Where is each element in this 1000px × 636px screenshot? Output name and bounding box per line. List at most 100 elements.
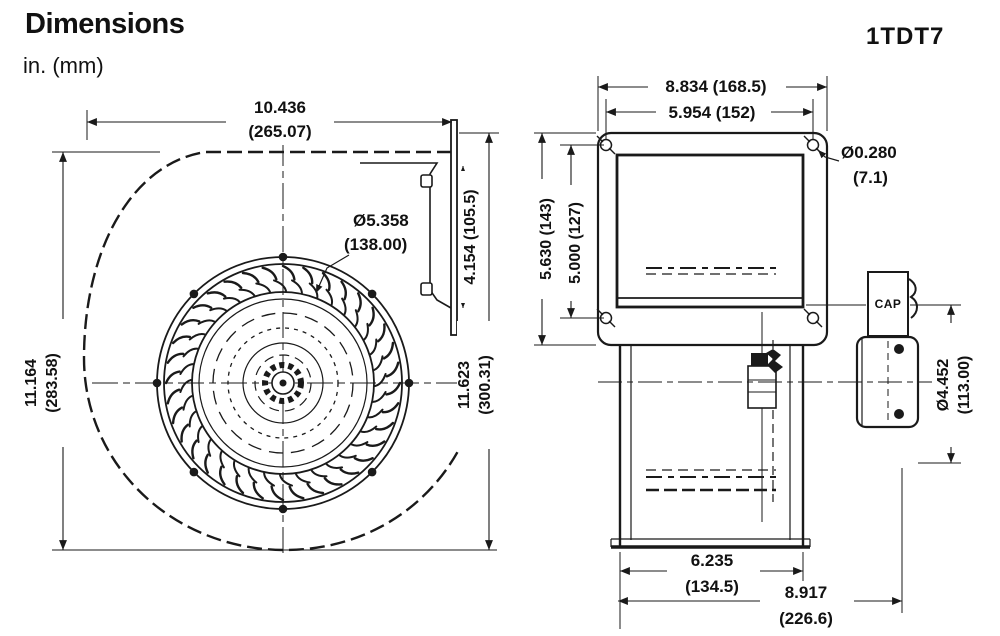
dim-flange-width-text: 8.834 (168.5)	[665, 77, 766, 96]
label-bg	[760, 581, 854, 632]
dim-motor-diameter-in: Ø4.452	[935, 359, 952, 412]
label-bg	[648, 73, 786, 98]
venturi-circle	[198, 298, 368, 468]
mounting-flange-plate	[596, 131, 829, 347]
blade	[382, 341, 395, 360]
label-bg	[667, 549, 760, 601]
blade	[247, 467, 258, 484]
blade	[373, 355, 384, 371]
dim-housing-depth-mm: (134.5)	[685, 577, 739, 596]
blade	[204, 453, 209, 474]
blade	[340, 280, 348, 301]
label-bg	[934, 323, 980, 447]
shaft-hub	[747, 365, 777, 409]
blade	[288, 485, 305, 500]
blade	[255, 282, 271, 293]
blade	[381, 402, 400, 414]
hole-punch-mark	[596, 135, 604, 143]
blade	[323, 477, 343, 486]
hidden-circle-2	[227, 327, 339, 439]
capacitor-box	[867, 271, 909, 337]
dim-overall-width-mm: (265.07)	[248, 122, 311, 141]
blade	[375, 421, 395, 431]
blade	[182, 395, 193, 411]
blade	[238, 288, 256, 297]
blade	[188, 410, 197, 428]
blade	[218, 465, 226, 486]
blade	[369, 338, 378, 356]
blade	[235, 475, 245, 495]
dim-housing-height-label: 11.164 (283.58)	[21, 319, 65, 447]
inlet-bolt	[152, 378, 162, 388]
blade	[241, 271, 260, 284]
blade	[164, 370, 181, 385]
blade	[273, 279, 287, 292]
blade	[197, 319, 216, 325]
dim-outlet-height-label: 4.154 (105.5)	[458, 171, 480, 303]
dim-housing-height-in: 11.164	[23, 359, 40, 407]
hub-spline	[262, 362, 304, 404]
dim-flange-height-text: 5.630 (143)	[538, 198, 555, 280]
label-bg	[21, 319, 65, 447]
blade	[188, 332, 206, 341]
blade	[207, 438, 212, 457]
blade	[325, 288, 334, 306]
dim-wheel-diameter-mm: (138.00)	[344, 235, 407, 254]
hole-punch-mark	[608, 320, 616, 328]
blade	[171, 406, 184, 425]
hole-punch-mark	[596, 308, 604, 316]
wheel-inner-rim	[191, 291, 375, 475]
inlet-bolt	[404, 378, 414, 388]
blade	[377, 323, 386, 343]
dim-hole-diameter-mm: (7.1)	[853, 168, 888, 187]
blade	[385, 381, 402, 396]
dim-flange-height-label: 5.630 (143)	[534, 179, 557, 299]
hole-punch-mark	[803, 135, 811, 143]
hole-punch-mark	[815, 320, 823, 328]
units-note: in. (mm)	[23, 53, 104, 78]
label-bg	[226, 95, 334, 145]
blade	[197, 425, 203, 444]
blade	[341, 297, 347, 316]
label-bg	[656, 100, 771, 123]
dim-overall-depth-mm: (226.6)	[779, 609, 833, 628]
dim-bolt-spacing-v-text: 5.000 (127)	[567, 202, 584, 284]
wheel-diameter-leader	[315, 254, 350, 294]
blade	[363, 322, 369, 341]
dim-housing-height-mm: (283.58)	[44, 353, 61, 413]
blade	[339, 468, 360, 475]
blade	[306, 482, 325, 495]
blade	[385, 361, 400, 378]
blade	[365, 440, 386, 448]
blade	[263, 472, 275, 487]
hidden-circle-1	[212, 312, 354, 454]
blade	[223, 280, 243, 289]
outlet-flange-plate	[450, 119, 458, 336]
blade	[295, 473, 311, 484]
dim-bolt-spacing-v-label: 5.000 (127)	[563, 185, 586, 301]
blade	[179, 363, 194, 375]
blade	[357, 292, 362, 313]
hidden-circle-3	[254, 354, 312, 412]
inlet-bolt	[367, 467, 377, 477]
blade	[279, 474, 293, 487]
blade	[354, 309, 359, 328]
blade	[209, 307, 228, 312]
blade	[232, 460, 241, 478]
inlet-ring-bolts	[152, 252, 414, 514]
inner-circle	[242, 342, 324, 424]
outlet-duct-inner-wall	[360, 162, 452, 309]
inlet-bolt	[278, 504, 288, 514]
dim-outlet-height-text: 4.154 (105.5)	[462, 189, 479, 284]
blade	[261, 266, 278, 281]
blade	[182, 347, 199, 358]
blade	[374, 373, 387, 387]
blade	[270, 485, 285, 502]
dim-overall-height-label: 11.623 (300.31)	[456, 321, 499, 449]
blade	[360, 425, 378, 434]
wheel-blades	[164, 264, 402, 502]
dim-overall-height-mm: (300.31)	[477, 355, 494, 415]
blade	[222, 297, 241, 303]
blade	[219, 450, 225, 469]
